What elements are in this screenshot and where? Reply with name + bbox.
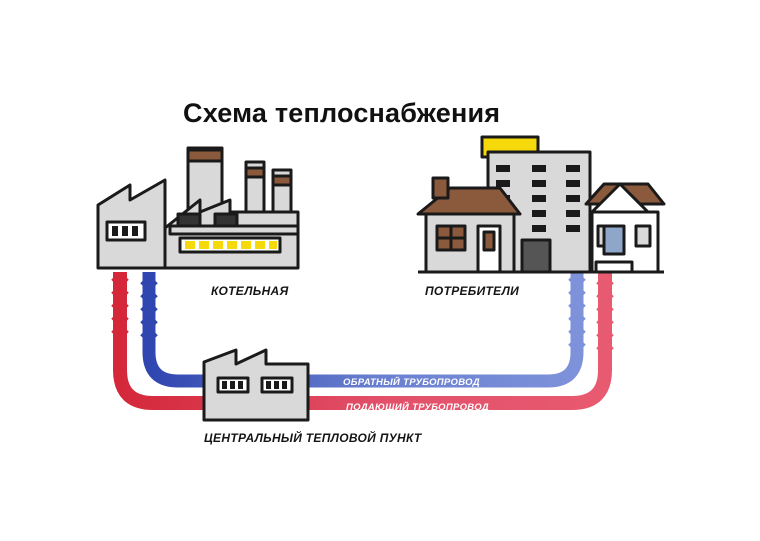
return-pipe: [142, 272, 584, 388]
heat-point-label: ЦЕНТРАЛЬНЫЙ ТЕПЛОВОЙ ПУНКТ: [204, 431, 422, 445]
return-arrows-left: [140, 274, 158, 339]
pipes: [113, 272, 612, 410]
return-arrows-right: [568, 276, 586, 354]
supply-arrows-right: [596, 274, 614, 352]
flow-arrows: [111, 274, 614, 354]
heat-point-icon: [202, 348, 310, 422]
supply-pipe: [113, 272, 612, 410]
factory-icon: [96, 146, 300, 270]
supply-pipe-label: ПОДАЮЩИЙ ТРУБОПРОВОД: [346, 402, 489, 413]
supply-arrows-left: [111, 276, 129, 341]
diagram-title: Схема теплоснабжения: [183, 98, 501, 128]
consumers-label: ПОТРЕБИТЕЛИ: [425, 284, 520, 298]
boiler-label: КОТЕЛЬНАЯ: [211, 284, 289, 298]
return-pipe-label: ОБРАТНЫЙ ТРУБОПРОВОД: [343, 377, 480, 388]
buildings-icon: [416, 135, 666, 274]
